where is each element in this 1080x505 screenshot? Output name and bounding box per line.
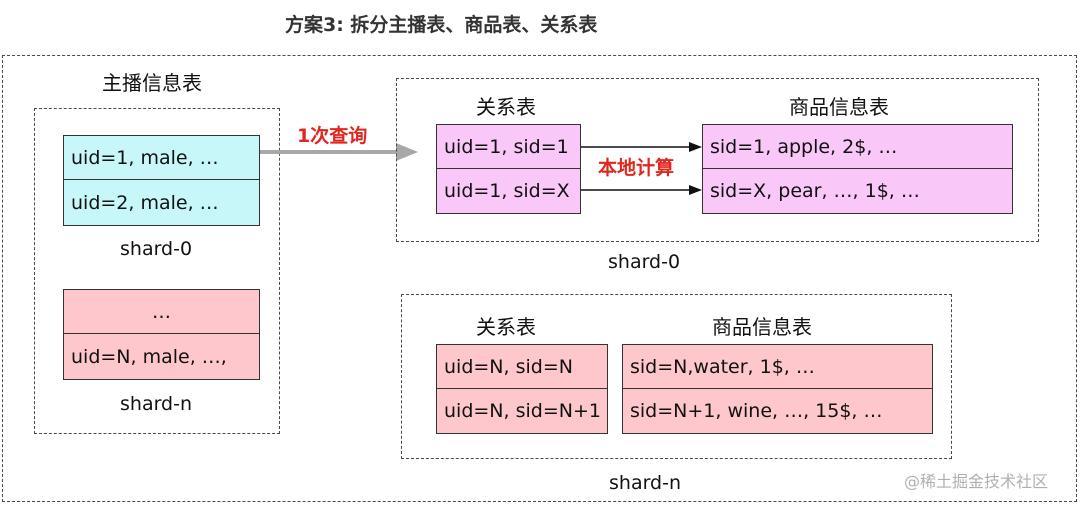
shard-n-label: shard-n [609, 472, 682, 494]
shard-0-product-label: 商品信息表 [789, 95, 889, 119]
local-compute-arrows [581, 142, 702, 195]
shard-n-relation-row-1: uid=N, sid=N [436, 344, 608, 390]
watermark: @稀土掘金技术社区 [904, 472, 1049, 491]
shard-n-relation-label: 关系表 [476, 315, 536, 339]
shard-0-product-row-1: sid=1, apple, 2$, … [702, 124, 1013, 170]
shard-0-box [396, 78, 1039, 242]
query-label: 1次查询 [297, 125, 368, 147]
local-compute-label: 本地计算 [598, 157, 675, 179]
anchor-shard-0-label: shard-0 [120, 238, 193, 260]
shard-0-relation-row-2: uid=1, sid=X [436, 168, 581, 214]
shard-0-product-row-2: sid=X, pear, …, 1$, … [702, 168, 1013, 214]
shard-0-relation-row-1: uid=1, sid=1 [436, 124, 581, 170]
shard-n-box [401, 294, 952, 459]
anchor-shard-n-label: shard-n [120, 393, 193, 415]
shard-0-relation-label: 关系表 [476, 95, 536, 119]
query-arrow [260, 143, 418, 161]
anchor-table-box [34, 108, 280, 434]
anchor-row-2: uid=2, male, … [63, 179, 260, 226]
shard-n-product-row-1: sid=N,water, 1$, … [622, 344, 933, 390]
shard-n-relation-row-2: uid=N, sid=N+1 [436, 388, 608, 434]
anchor-row-n: uid=N, male, …, [63, 333, 260, 380]
anchor-table-label: 主播信息表 [102, 71, 202, 95]
outer-frame [2, 55, 1077, 502]
shard-n-product-row-2: sid=N+1, wine, …, 15$, … [622, 388, 933, 434]
shard-0-label: shard-0 [608, 251, 681, 273]
anchor-row-1: uid=1, male, … [63, 135, 260, 181]
shard-n-product-label: 商品信息表 [712, 315, 812, 339]
anchor-row-ellipsis: … [63, 289, 260, 335]
diagram-title: 方案3: 拆分主播表、商品表、关系表 [285, 14, 598, 36]
